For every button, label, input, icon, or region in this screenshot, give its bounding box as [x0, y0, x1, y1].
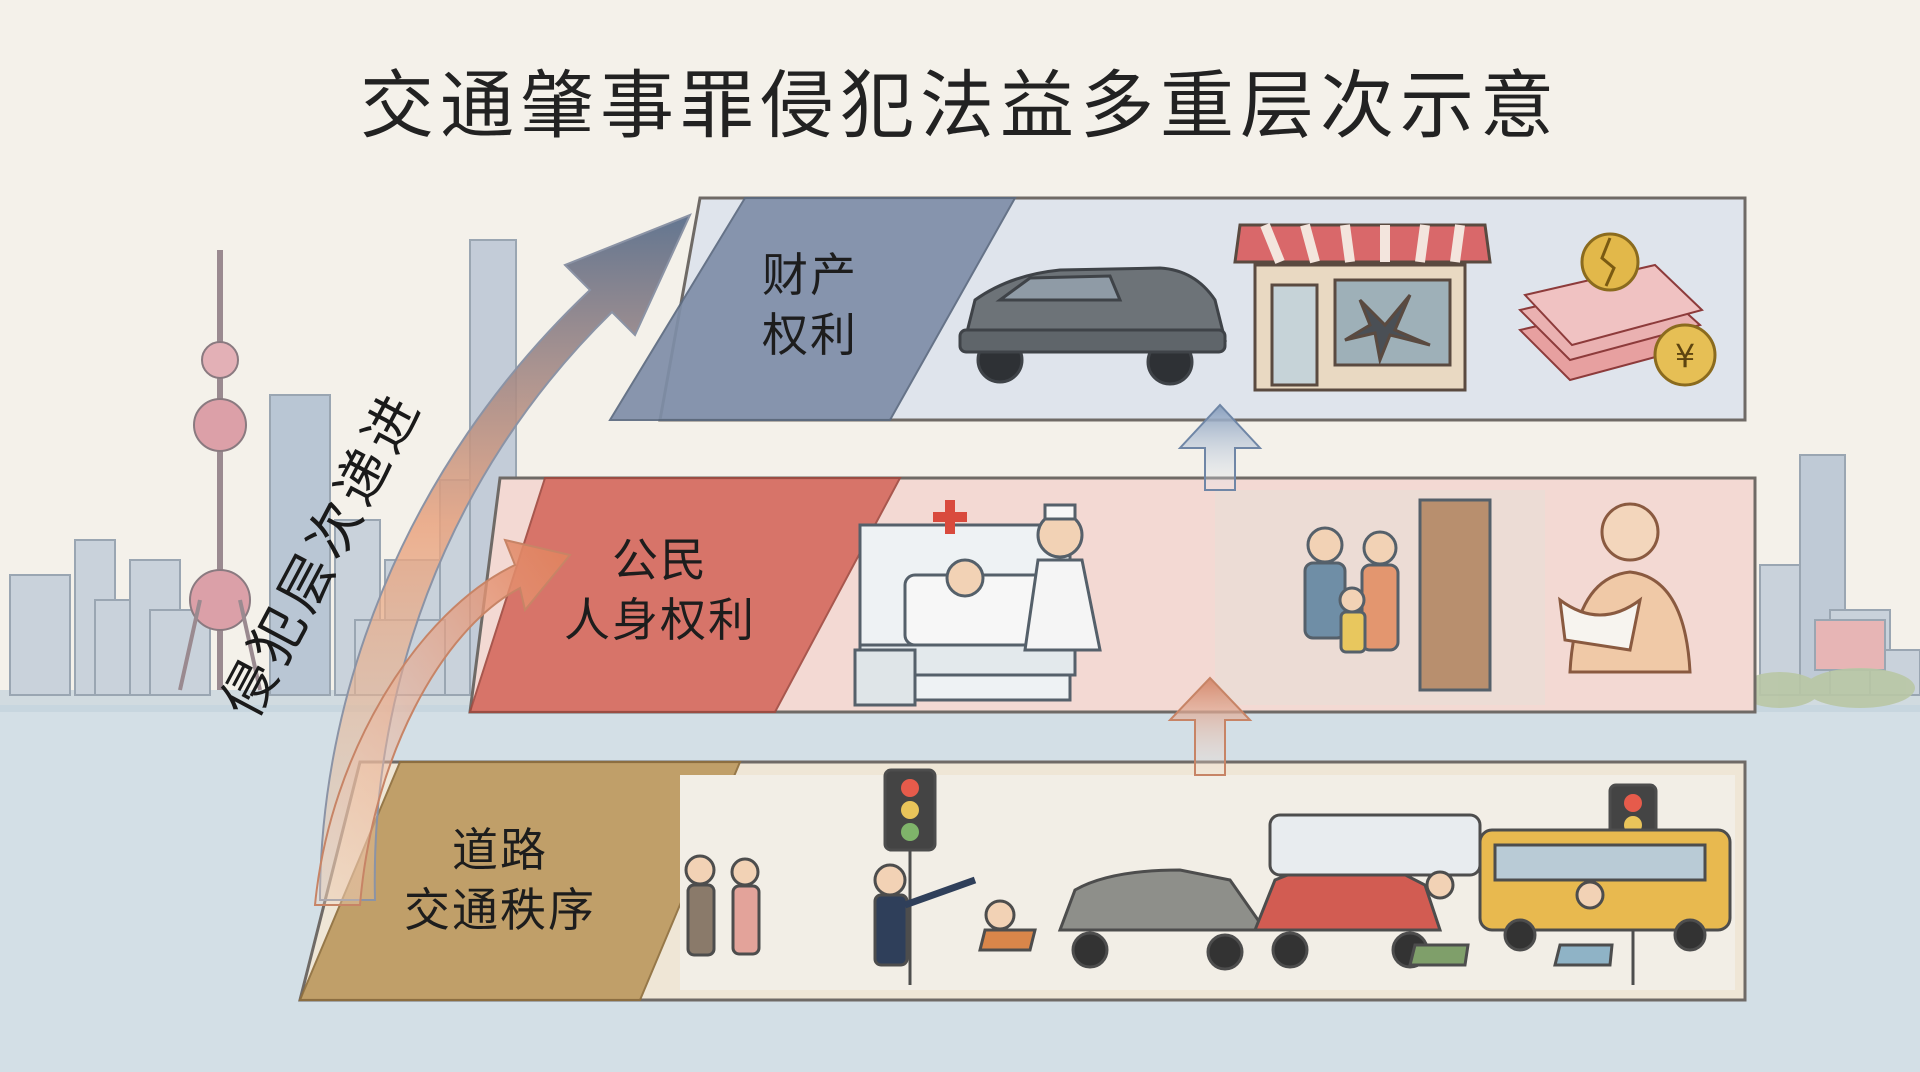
tv-tower: [178, 250, 262, 691]
red-cross-icon: [933, 500, 967, 534]
personal-label-line2: 人身权利: [564, 593, 756, 647]
money-illustration: [1518, 263, 1704, 382]
personal-label-line1: 公民: [612, 533, 708, 587]
damaged-shop-illustration: [1233, 223, 1492, 392]
property-label-line1: 财产: [762, 248, 858, 302]
progression-arrow-small: [313, 538, 572, 906]
up-arrow-person-to-property: [1177, 403, 1263, 491]
personal-rights-label: 公民 人身权利: [530, 530, 790, 650]
damaged-car-illustration: [958, 266, 1227, 386]
injured-person-icon: [1558, 502, 1692, 674]
coin-icon: [1580, 232, 1717, 387]
traffic-label-line2: 交通秩序: [404, 883, 596, 937]
property-label-line2: 权利: [762, 308, 858, 362]
hospital-scene: [853, 503, 1102, 707]
up-arrow-traffic-to-person: [1167, 676, 1253, 776]
family-scene: [1215, 490, 1545, 705]
property-rights-label: 财产 权利: [700, 245, 920, 365]
traffic-order-label: 道路 交通秩序: [370, 820, 630, 940]
property-label-band: [608, 197, 1017, 421]
traffic-label-band: [298, 761, 742, 1001]
page-title: 交通肇事罪侵犯法益多重层次示意: [360, 63, 1560, 149]
traffic-label-line1: 道路: [452, 823, 548, 877]
person-label-band: [468, 477, 902, 713]
yuan-coin-symbol: ¥: [1675, 337, 1695, 375]
skyline-right: [1759, 454, 1920, 696]
traffic-scene: [680, 768, 1735, 990]
